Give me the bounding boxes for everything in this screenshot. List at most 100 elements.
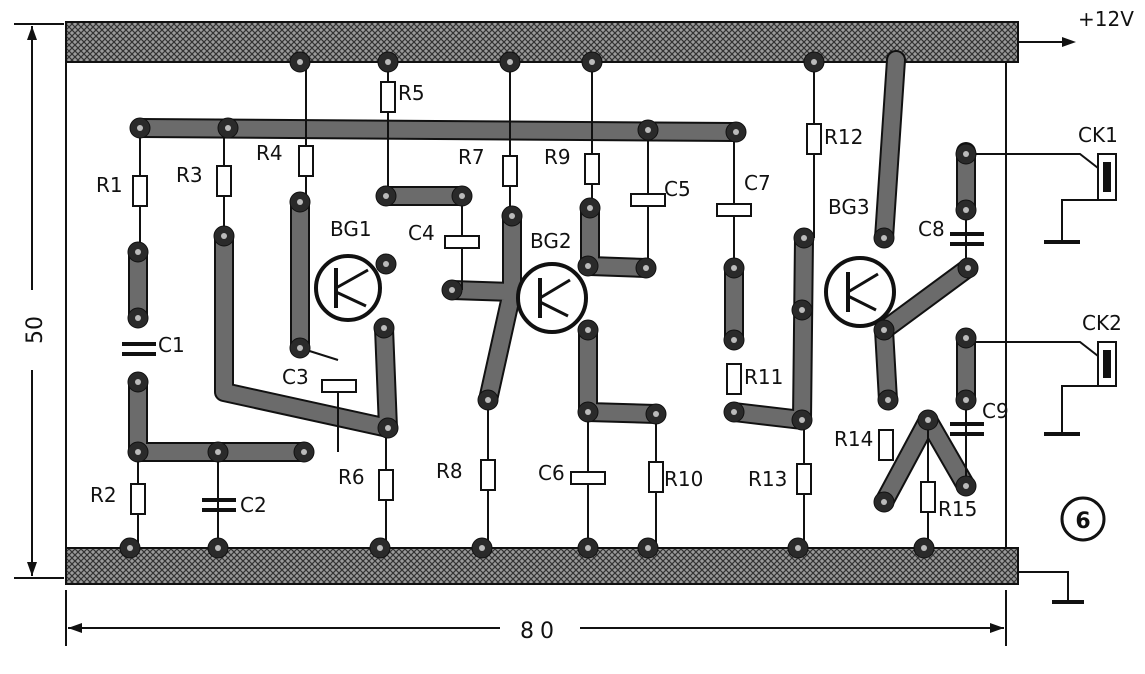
pad-hole [795,545,801,551]
pad-hole [733,129,739,135]
pad-hole [135,249,141,255]
pad-hole [963,335,969,341]
pad-hole [921,545,927,551]
ground-output [1018,571,1084,604]
transistor-bg1 [314,254,382,322]
pad-hole [225,125,231,131]
pad-hole [377,545,383,551]
capacitor-c2 [202,498,236,512]
label-r15: R15 [938,497,977,521]
supply-rail [65,21,1019,63]
pad-hole [385,425,391,431]
label-r8: R8 [436,459,463,483]
pad-hole [965,265,971,271]
label-bg3: BG3 [828,195,870,219]
resistor-r8 [480,459,496,491]
label-c9: C9 [982,399,1009,423]
resistor-r2 [130,483,146,515]
supply-output: +12V [1018,7,1134,47]
dimension-width: 80 [65,590,1007,646]
pad-hole [963,397,969,403]
label-c8: C8 [918,217,945,241]
dimension-height: 50 [14,23,64,579]
pad-hole [885,397,891,403]
resistor-r13 [796,463,812,495]
pad-hole [731,409,737,415]
pad-hole [585,263,591,269]
pad-hole [653,411,659,417]
dimension-height-label: 50 [23,316,48,344]
capacitor-c5 [630,193,666,207]
ground-rail [65,547,1019,585]
resistor-r9 [584,153,600,185]
pad-hole [731,265,737,271]
pad-hole [459,193,465,199]
pad-hole [507,59,513,65]
pad-hole [215,545,221,551]
pad-hole [383,193,389,199]
pad-hole [221,233,227,239]
label-r12: R12 [824,125,863,149]
connector-ck2 [1097,341,1117,387]
pad-hole [963,483,969,489]
label-c6: C6 [538,461,565,485]
pad-hole [801,235,807,241]
pad-hole [589,59,595,65]
resistors [130,81,936,515]
pad-hole [881,327,887,333]
label-r11: R11 [744,365,783,389]
label-r14: R14 [834,427,873,451]
label-bg2: BG2 [530,229,572,253]
resistor-r3 [216,165,232,197]
resistor-r6 [378,469,394,501]
capacitors [122,193,984,512]
label-c3: C3 [282,365,309,389]
pad-hole [731,337,737,343]
pad-hole [297,345,303,351]
label-r6: R6 [338,465,365,489]
label-r9: R9 [544,145,571,169]
pad-hole [587,205,593,211]
label-r2: R2 [90,483,117,507]
resistor-r11 [726,363,742,395]
label-c2: C2 [240,493,267,517]
pad-hole [135,449,141,455]
pad-hole [645,545,651,551]
pad-hole [383,261,389,267]
pad-hole [301,449,307,455]
pad-hole [297,59,303,65]
pad-hole [485,397,491,403]
pad-hole [645,127,651,133]
label-c5: C5 [664,177,691,201]
pad-hole [881,499,887,505]
dimension-width-label: 80 [520,619,560,644]
pad-hole [643,265,649,271]
capacitor-c8 [950,232,984,246]
solder-pads [119,51,979,559]
pad-hole [215,449,221,455]
label-r1: R1 [96,173,123,197]
capacitor-c1 [122,342,156,356]
component-labels: R1 R2 R3 R4 R5 R6 R7 R8 R9 R10 R11 R12 R… [90,81,1122,521]
capacitor-c9 [950,422,984,436]
capacitor-c7 [716,203,752,217]
connector-ck1 [1097,153,1117,201]
label-r13: R13 [748,467,787,491]
label-r3: R3 [176,163,203,187]
pad-hole [137,125,143,131]
resistor-r7 [502,155,518,187]
transistor-bg2 [516,262,588,334]
pad-hole [799,417,805,423]
supply-label: +12V [1078,7,1134,31]
pad-hole [127,545,133,551]
pad-hole [585,409,591,415]
pad-hole [297,199,303,205]
label-r10: R10 [664,467,703,491]
figure-number-label: 6 [1075,509,1090,534]
pad-hole [585,545,591,551]
transistors [314,254,896,334]
pad-hole [799,307,805,313]
resistor-r14 [878,429,894,461]
pad-hole [135,379,141,385]
